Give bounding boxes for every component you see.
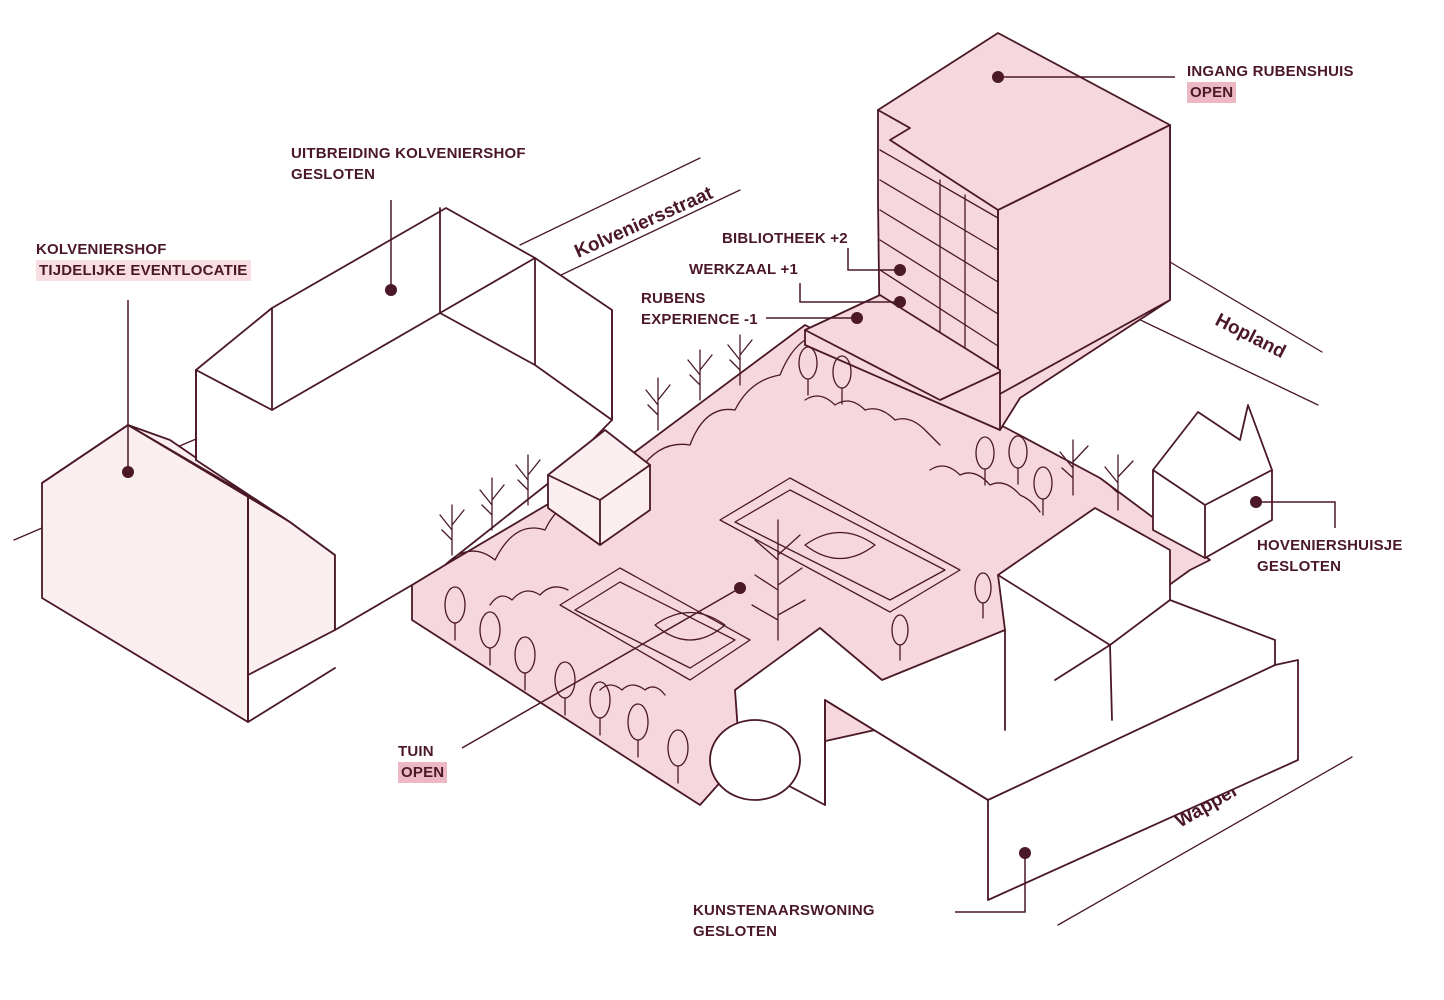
label-werkzaal: WERKZAAL +1 — [689, 261, 799, 278]
street-lines — [13, 157, 1353, 926]
status-uitbreiding: GESLOTEN — [291, 166, 376, 183]
label-kolveniershof-title: KOLVENIERSHOF — [36, 241, 167, 258]
status-badge-ingang: OPEN — [1187, 82, 1237, 103]
label-tuin-title: TUIN — [398, 743, 434, 760]
status-badge-tuin: OPEN — [398, 762, 448, 783]
tree-icon — [444, 346, 1053, 784]
label-ingang-title: INGANG RUBENSHUIS — [1187, 63, 1354, 80]
label-bibliotheek: BIBLIOTHEEK +2 — [722, 230, 848, 247]
label-ingang-rubenshuis: INGANG RUBENSHUIS OPEN — [1187, 61, 1354, 103]
label-rubens-line2: EXPERIENCE -1 — [641, 311, 758, 328]
location-dot-icon — [122, 71, 1262, 859]
label-tuin: TUIN OPEN — [398, 741, 448, 783]
leader-lines — [127, 76, 1336, 913]
label-rubens-experience: RUBENS EXPERIENCE -1 — [641, 288, 758, 330]
street-hopland: Hopland — [1212, 310, 1289, 363]
status-badge-kolveniershof: TIJDELIJKE EVENTLOCATIE — [36, 260, 251, 281]
label-kolveniershof: KOLVENIERSHOF TIJDELIJKE EVENTLOCATIE — [36, 239, 251, 281]
garden-parterres — [559, 477, 961, 681]
label-uitbreiding-kolveniershof: UITBREIDING KOLVENIERSHOF GESLOTEN — [291, 143, 526, 185]
label-hoveniershuisje-title: HOVENIERSHUISJE — [1257, 537, 1403, 554]
label-kunstenaarswoning: KUNSTENAARSWONING GESLOTEN — [693, 900, 875, 942]
street-kolveniersstraat: Kolveniersstraat — [571, 183, 716, 263]
status-hoveniershuisje: GESLOTEN — [1257, 558, 1342, 575]
garden-pavilion — [547, 429, 651, 546]
ingang-building — [804, 32, 1171, 431]
uitbreiding-building — [195, 207, 613, 631]
label-hoveniershuisje: HOVENIERSHUISJE GESLOTEN — [1257, 535, 1403, 577]
bare-tree-icon — [439, 334, 1134, 641]
kunstenaarswoning-building — [709, 507, 1299, 901]
label-rubens-line1: RUBENS — [641, 290, 706, 307]
label-uitbreiding-title: UITBREIDING KOLVENIERSHOF — [291, 145, 526, 162]
label-kunstenaarswoning-title: KUNSTENAARSWONING — [693, 902, 875, 919]
hoveniershuisje-building — [1152, 404, 1273, 559]
status-kunstenaarswoning: GESLOTEN — [693, 923, 778, 940]
